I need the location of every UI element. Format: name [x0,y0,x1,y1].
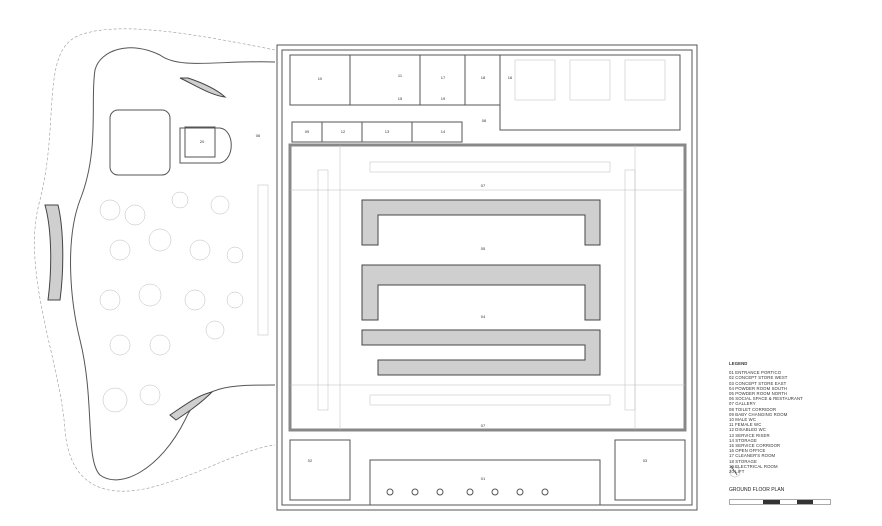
legend-item: 20 LIFT [729,469,745,475]
office-desks [514,59,666,101]
scale-bar [729,499,831,505]
room-label: 17 [441,75,446,80]
room-labels: 01 02 03 04 05 06 07 07 08 09 10 11 12 1… [200,73,648,481]
legend-item: 19 ELECTRICAL ROOM [729,463,778,469]
north-canopy [179,77,227,98]
legend-item: 05 POWDER ROOM NORTH [729,391,788,397]
legend-item: 18 STORAGE [729,458,757,464]
room-label: 20 [200,139,205,144]
lift-core [109,109,171,176]
legend-title: LEGEND [729,361,748,366]
lift-20 [184,126,216,158]
legend-item: 15 SERVICE CORRIDOR [729,443,781,449]
legend-item: 06 SOCIAL SPACE & RESTAURANT [729,396,803,402]
legend-item: 16 OPEN OFFICE [729,448,766,454]
legend-item: 10 MALE WC [729,417,757,423]
room-label: 11 [398,73,403,78]
room-label: 16 [508,75,513,80]
south-rooms [289,439,686,506]
legend-item: 12 DISABLED WC [729,427,766,433]
room-label: 13 [385,129,390,134]
legend-item: 17 CLEANER'S ROOM [729,453,776,459]
room-label: 04 [481,314,486,319]
main-building-wall [276,44,698,511]
room-label: 07 [481,423,486,428]
gallery-grid [290,145,685,430]
legend-item: 13 SERVICE RISER [729,432,770,438]
room-label: 12 [341,129,346,134]
restaurant-furniture [99,184,269,413]
north-arrow-icon [729,465,741,478]
legend-item: 07 GALLERY [729,401,756,407]
room-label: 18 [481,75,486,80]
legend-item: 14 STORAGE [729,437,757,443]
room-label: 07 [481,183,486,188]
room-label: 05 [481,246,486,251]
room-label: 15 [398,96,403,101]
room-label: 01 [481,476,486,481]
west-canopy [44,204,64,301]
legend-item: 11 FEMALE WC [729,422,762,428]
legend-item: 01 ENTRANCE PORTICO [729,370,782,376]
room-label: 03 [643,458,648,463]
powder-room-blocks [361,199,601,376]
portico-columns [386,488,549,496]
room-label: 02 [308,458,313,463]
west-wing-outline [34,28,276,492]
south-canopy [169,391,214,421]
room-label: 08 [482,118,487,123]
legend: LEGEND 01 ENTRANCE PORTICO 02 CONCEPT ST… [729,361,803,474]
room-label: 09 [305,129,310,134]
room-label: 10 [318,76,323,81]
legend-item: 09 BABY CHANGING ROOM [729,411,788,417]
plan-title: GROUND FLOOR PLAN [729,487,785,493]
room-label: 19 [441,96,446,101]
west-wing-wall [70,47,276,481]
legend-item: 04 POWDER ROOM SOUTH [729,385,788,391]
legend-item: 02 CONCEPT STORE WEST [729,375,788,381]
room-label: 06 [256,133,261,138]
gallery-wall [288,143,687,432]
north-rooms [289,54,681,143]
lift-enclosure [179,127,232,164]
legend-item: 08 TOILET CORRIDOR [729,406,777,412]
legend-item: 03 CONCEPT STORE EAST [729,380,787,386]
room-label: 14 [441,129,446,134]
